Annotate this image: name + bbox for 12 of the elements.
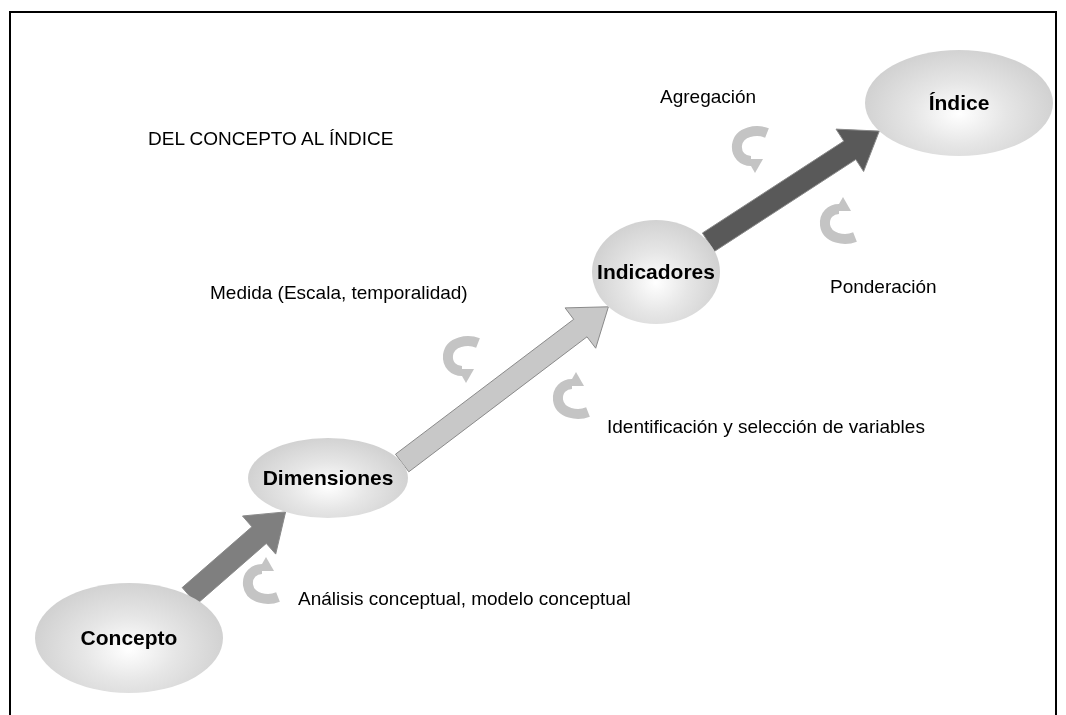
node-label: Concepto [80, 626, 178, 650]
step-label: Identificación y selección de variables [607, 416, 925, 438]
step-label: Agregación [660, 86, 757, 108]
node-label: Dimensiones [262, 466, 394, 490]
step-label: Análisis conceptual, modelo conceptual [298, 588, 631, 610]
block-arrow [701, 128, 880, 252]
step-label: Ponderación [830, 276, 937, 298]
block-arrow [395, 306, 609, 473]
node-label: Indicadores [597, 260, 715, 284]
node-label: Índice [928, 91, 990, 115]
step-label: Medida (Escala, temporalidad) [210, 282, 468, 304]
diagram-title: DEL CONCEPTO AL ÍNDICE [148, 128, 394, 150]
